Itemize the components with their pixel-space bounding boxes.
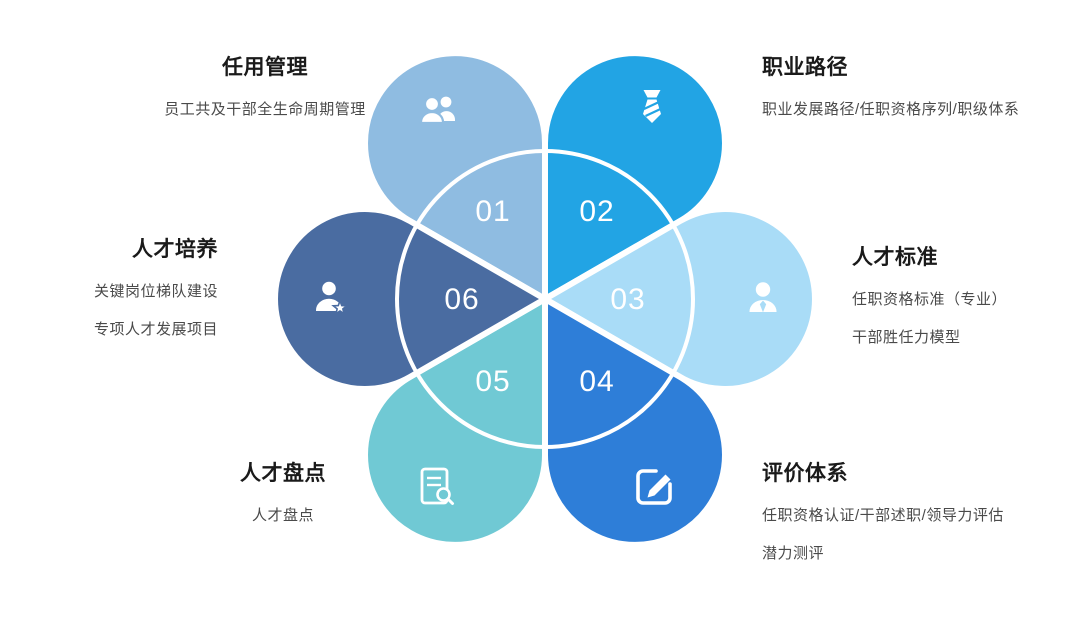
label-line: 员工共及干部全生命周期管理 — [164, 101, 366, 118]
label-title-03: 人才标准 — [852, 246, 938, 269]
label-block-02: 职业路径 职业发展路径/任职资格序列/职级体系 — [762, 54, 1081, 120]
petal-04 — [541, 293, 728, 548]
label-block-06: 人才培养 关键岗位梯队建设 专项人才发展项目 — [0, 236, 218, 340]
petal-number-06: 06 — [444, 283, 479, 316]
petal-number-01: 01 — [475, 195, 510, 228]
petal-number-02: 02 — [579, 195, 614, 228]
label-title-04: 评价体系 — [762, 462, 848, 485]
petal-number-05: 05 — [475, 365, 510, 398]
label-line: 关键岗位梯队建设 — [93, 283, 218, 300]
user-icon — [749, 282, 777, 313]
label-block-04: 评价体系 任职资格认证/干部述职/领导力评估 潜力测评 — [762, 460, 1081, 564]
label-line: 专项人才发展项目 — [93, 321, 218, 338]
label-title-06: 人才培养 — [132, 238, 218, 261]
label-block-01: 任用管理 员工共及干部全生命周期管理 — [115, 54, 415, 120]
label-title-02: 职业路径 — [762, 56, 848, 79]
label-title-05: 人才盘点 — [240, 462, 326, 485]
people-icon — [419, 95, 455, 125]
label-line: 潜力测评 — [762, 545, 825, 562]
center-ring — [395, 149, 695, 449]
petal-03 — [539, 206, 818, 392]
petal-numbers: 01 02 03 04 05 06 — [444, 195, 645, 398]
petal-02 — [541, 50, 728, 305]
label-block-03: 人才标准 任职资格标准（专业） 干部胜任力模型 — [852, 244, 1081, 348]
petals — [272, 50, 818, 548]
user-star-icon — [316, 281, 349, 316]
label-line: 人才盘点 — [251, 507, 314, 524]
label-line: 任职资格标准（专业） — [852, 291, 1008, 308]
label-line: 干部胜任力模型 — [852, 329, 961, 346]
petal-number-04: 04 — [579, 365, 614, 398]
tie-icon — [643, 90, 661, 123]
doc-search-icon — [420, 467, 454, 505]
label-line: 职业发展路径/任职资格序列/职级体系 — [762, 101, 1020, 118]
petal-01 — [362, 50, 549, 305]
label-block-05: 人才盘点 人才盘点 — [133, 460, 433, 526]
edit-icon — [636, 469, 672, 505]
petal-number-03: 03 — [610, 283, 645, 316]
label-title-01: 任用管理 — [222, 56, 308, 79]
label-line: 任职资格认证/干部述职/领导力评估 — [762, 507, 1004, 524]
petal-05 — [362, 293, 549, 548]
petal-06 — [272, 206, 551, 392]
